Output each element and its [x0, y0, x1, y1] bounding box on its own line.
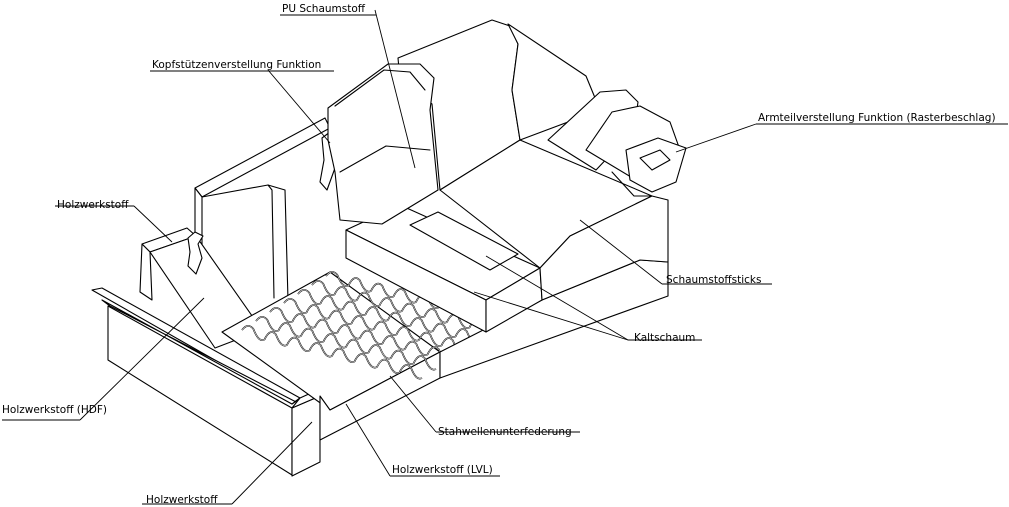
armrest	[547, 89, 687, 197]
spring-wire-highlight	[255, 316, 437, 370]
label-holzwerkstoff-hdf: Holzwerkstoff (HDF)	[2, 404, 107, 416]
spring-wire-highlight	[297, 289, 479, 343]
backrest	[327, 19, 521, 225]
label-schaumstoffsticks: Schaumstoffsticks	[666, 274, 761, 286]
right-seat	[439, 139, 669, 301]
label-pu-schaumstoff: PU Schaumstoff	[282, 3, 366, 15]
spring-wire-highlight	[269, 307, 451, 361]
label-armteil: Armteilverstellung Funktion (Rasterbesch…	[758, 112, 996, 124]
spring-wire-highlight	[241, 325, 423, 379]
spring-wire-highlight	[311, 280, 493, 334]
corner-back	[507, 23, 601, 141]
seat-cushion	[345, 204, 543, 333]
labels: PU Schaumstoff Kopfstützenverstellung Fu…	[2, 3, 1008, 506]
label-kaltschaum: Kaltschaum	[634, 332, 695, 344]
label-holzwerkstoff-bottom: Holzwerkstoff	[146, 494, 218, 506]
spring-wire-highlight	[283, 298, 465, 352]
label-holzwerkstoff-lvl: Holzwerkstoff (LVL)	[392, 464, 493, 476]
leader-lines	[79, 9, 757, 505]
label-kopfstuetze: Kopfstützenverstellung Funktion	[152, 59, 321, 71]
label-holzwerkstoff-top: Holzwerkstoff	[57, 199, 129, 211]
